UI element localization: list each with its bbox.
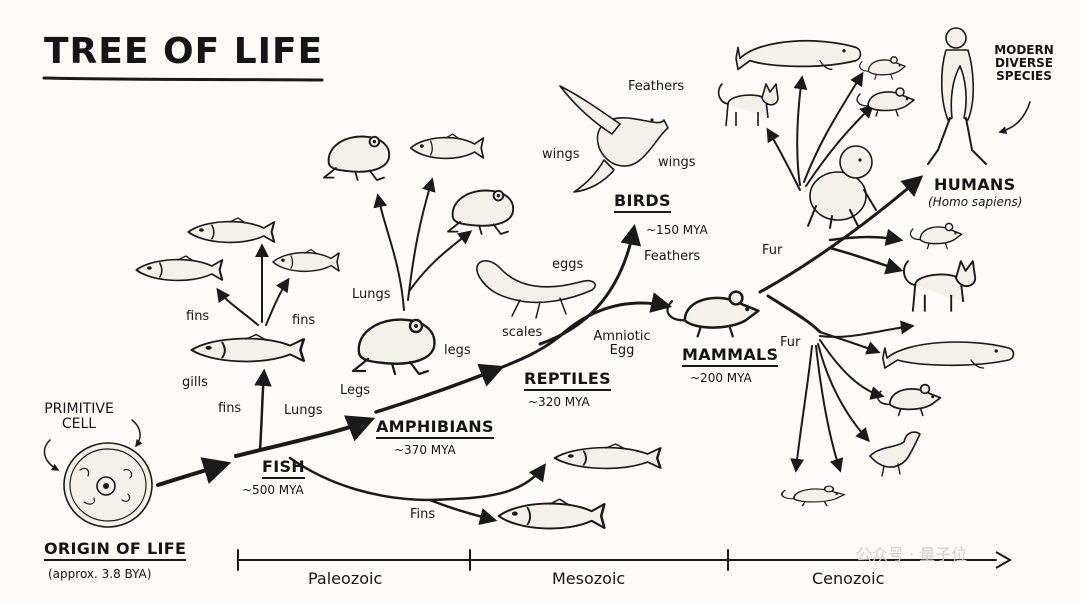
- rat-drawing: [877, 383, 942, 417]
- annotation-fur: Fur: [780, 335, 801, 350]
- fish-drawing: [190, 333, 306, 363]
- whale-drawing: [735, 39, 862, 71]
- fish-label: FISH: [262, 458, 305, 479]
- annotation-wings: wings: [542, 147, 580, 162]
- reptiles-date: ~320 MYA: [528, 395, 590, 409]
- era-paleozoic: Paleozoic: [308, 569, 383, 588]
- annotation-fins: fins: [218, 401, 242, 416]
- annotation-fur: Fur: [762, 243, 783, 258]
- frog-drawing: [323, 135, 391, 181]
- annotation-fins: fins: [292, 313, 316, 328]
- annotation-feathers: Feathers: [628, 79, 685, 94]
- cat-drawing: [902, 260, 977, 313]
- annotation-lungs: Lungs: [352, 287, 391, 302]
- primitive-cell-label: PRIMITIVE CELL: [44, 401, 114, 433]
- origin-date: (approx. 3.8 BYA): [48, 567, 152, 581]
- annotation-legs: legs: [444, 343, 471, 358]
- cat-drawing: [717, 83, 779, 127]
- annotation-lungs: Lungs: [284, 403, 323, 418]
- mammals-label: MAMMALS: [682, 346, 779, 367]
- fish-date: ~500 MYA: [242, 483, 304, 497]
- bird-drawing: [559, 85, 669, 193]
- annotation-fins: Fins: [410, 507, 436, 522]
- humans-sublabel: (Homo sapiens): [928, 195, 1023, 209]
- era-cenozoic: Cenozoic: [812, 569, 885, 588]
- fish-drawing: [135, 254, 224, 282]
- annotation-scales: scales: [502, 325, 543, 340]
- mole-drawing: [781, 485, 846, 507]
- small-creature-drawing: [869, 431, 921, 477]
- annotation-feathers: Feathers: [644, 249, 701, 264]
- mouse-drawing: [859, 56, 906, 80]
- lizard-drawing: [476, 259, 596, 319]
- page-title: TREE OF LIFE: [44, 31, 324, 72]
- annotation-fins: fins: [186, 309, 210, 324]
- watermark: 公众号 · 量子位: [856, 545, 968, 564]
- annotation-amniotic-egg: Amniotic Egg: [593, 329, 651, 359]
- whale-drawing: [881, 341, 1015, 369]
- fish-drawing: [187, 216, 276, 244]
- birds-label: BIRDS: [614, 192, 671, 213]
- chimp-drawing: [807, 145, 877, 229]
- mouse-drawing: [909, 222, 963, 250]
- annotation-eggs: eggs: [552, 257, 584, 272]
- amphibian-drawing: [351, 318, 436, 376]
- humans-label: HUMANS: [934, 175, 1016, 194]
- mammal-drawing: [666, 290, 760, 338]
- mammals-date: ~200 MYA: [690, 371, 752, 385]
- birds-date: ~150 MYA: [646, 223, 708, 237]
- origin-label: ORIGIN OF LIFE: [44, 540, 187, 561]
- fish-drawing: [409, 133, 485, 160]
- era-mesozoic: Mesozoic: [552, 569, 626, 588]
- fish-drawing: [553, 442, 662, 470]
- frog-drawing: [447, 189, 515, 235]
- amphibians-label: AMPHIBIANS: [376, 418, 494, 439]
- annotation-legs: Legs: [340, 383, 371, 398]
- fish-drawing: [497, 497, 606, 530]
- primitive-cell-drawing: [43, 419, 153, 528]
- annotation-wings: wings: [658, 155, 696, 170]
- timeline: [237, 549, 1013, 571]
- annotation-gills: gills: [182, 375, 208, 390]
- amphibians-date: ~370 MYA: [394, 443, 456, 457]
- modern-species-label: MODERN DIVERSE SPECIES: [994, 43, 1054, 84]
- fish-drawing: [272, 248, 340, 273]
- reptiles-label: REPTILES: [524, 370, 611, 391]
- human-drawing: [927, 27, 1031, 165]
